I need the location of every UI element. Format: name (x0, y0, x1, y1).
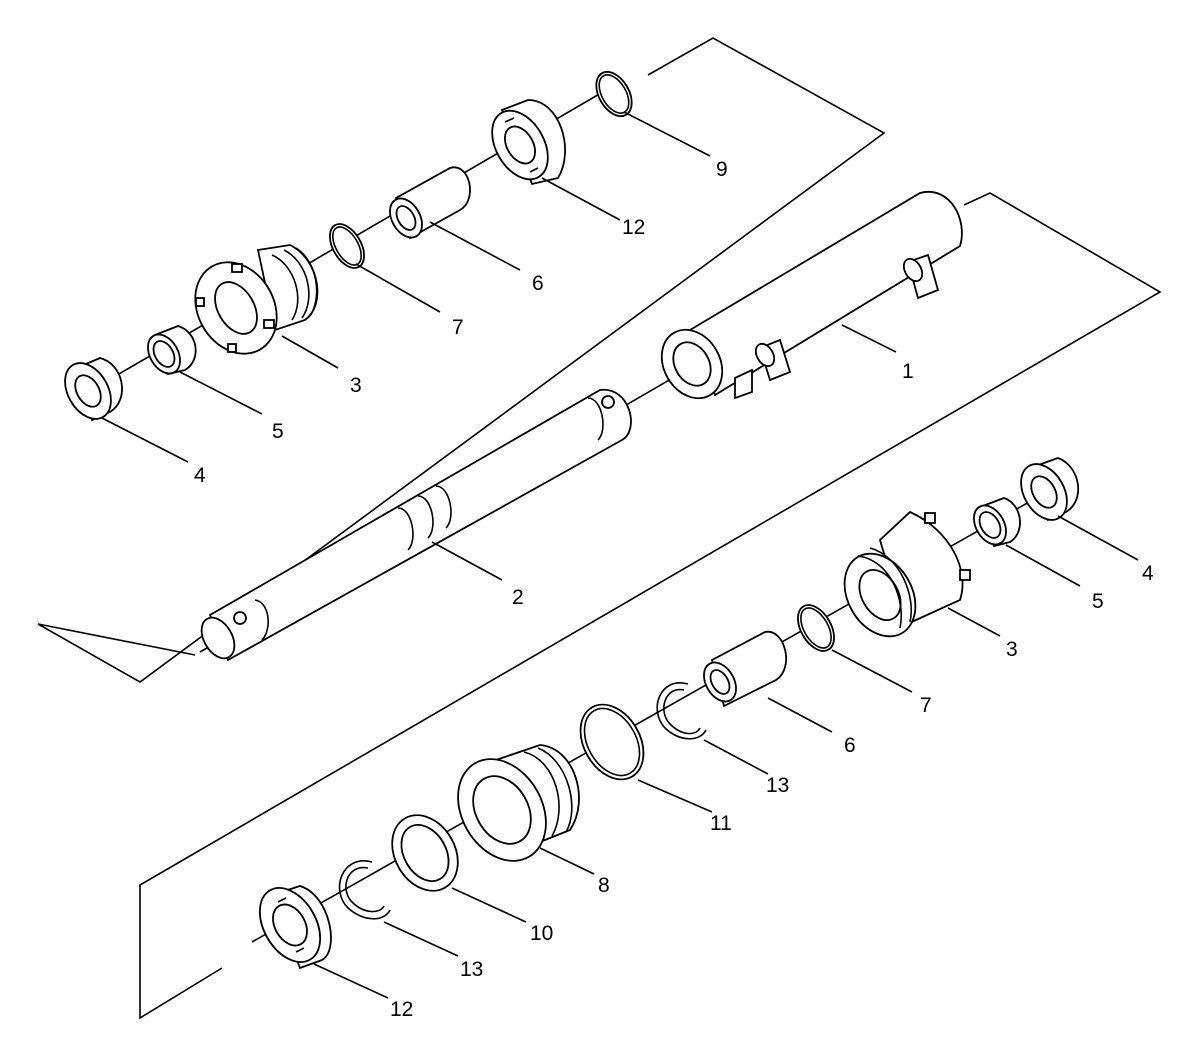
upper-assembly-bracket (37, 37, 886, 683)
callout-4-top: 4 (194, 464, 206, 487)
callout-6-right: 6 (844, 734, 856, 757)
callout-9-top: 9 (716, 158, 728, 181)
callout-10: 10 (530, 922, 553, 945)
wear-ring-11 (579, 703, 645, 781)
callout-3-right: 3 (1006, 638, 1018, 661)
rod-seal-5-top (147, 325, 197, 376)
wiper-seal-4-top (64, 357, 123, 422)
callout-8: 8 (598, 874, 610, 897)
snap-ring-13-low (338, 860, 391, 920)
gland-nut-3-top (194, 244, 319, 355)
wiper-seal-4-right (1020, 457, 1080, 522)
callout-5-right: 5 (1092, 590, 1104, 613)
piston-rod-2 (200, 389, 632, 662)
o-ring-7-top (329, 223, 365, 269)
o-ring-9-top (595, 71, 633, 117)
callout-13-low: 13 (460, 958, 483, 981)
snap-ring-13-mid (656, 682, 707, 740)
callout-13-mid: 13 (766, 774, 789, 797)
callout-labels: 9 12 6 7 3 5 4 1 2 4 5 3 7 6 13 11 8 10 … (194, 158, 1154, 1021)
lock-nut-12-top (491, 99, 566, 186)
gland-nut-3-right (843, 510, 971, 638)
leader-lines (101, 111, 1139, 999)
callout-3-top: 3 (350, 374, 362, 397)
callout-4-right: 4 (1142, 562, 1154, 585)
spacer-tube-6-top (389, 166, 471, 240)
o-ring-7-right (797, 604, 835, 652)
callout-12-top: 12 (622, 216, 645, 239)
lock-nut-12-low (258, 885, 332, 970)
callout-12-low: 12 (390, 998, 413, 1021)
callout-5-top: 5 (272, 420, 284, 443)
callout-7-top: 7 (452, 316, 464, 339)
callout-11: 11 (710, 812, 732, 835)
rod-seal-5-right (973, 497, 1021, 548)
callout-2: 2 (512, 586, 524, 609)
callout-1: 1 (902, 360, 914, 383)
spacer-tube-6-right (703, 631, 787, 708)
piston-8 (457, 744, 580, 862)
backup-ring-10 (391, 814, 459, 892)
callout-7-right: 7 (920, 694, 932, 717)
lower-assembly-bracket (139, 192, 1162, 1020)
callout-6-top: 6 (532, 272, 544, 295)
cylinder-barrel-1 (660, 190, 963, 400)
